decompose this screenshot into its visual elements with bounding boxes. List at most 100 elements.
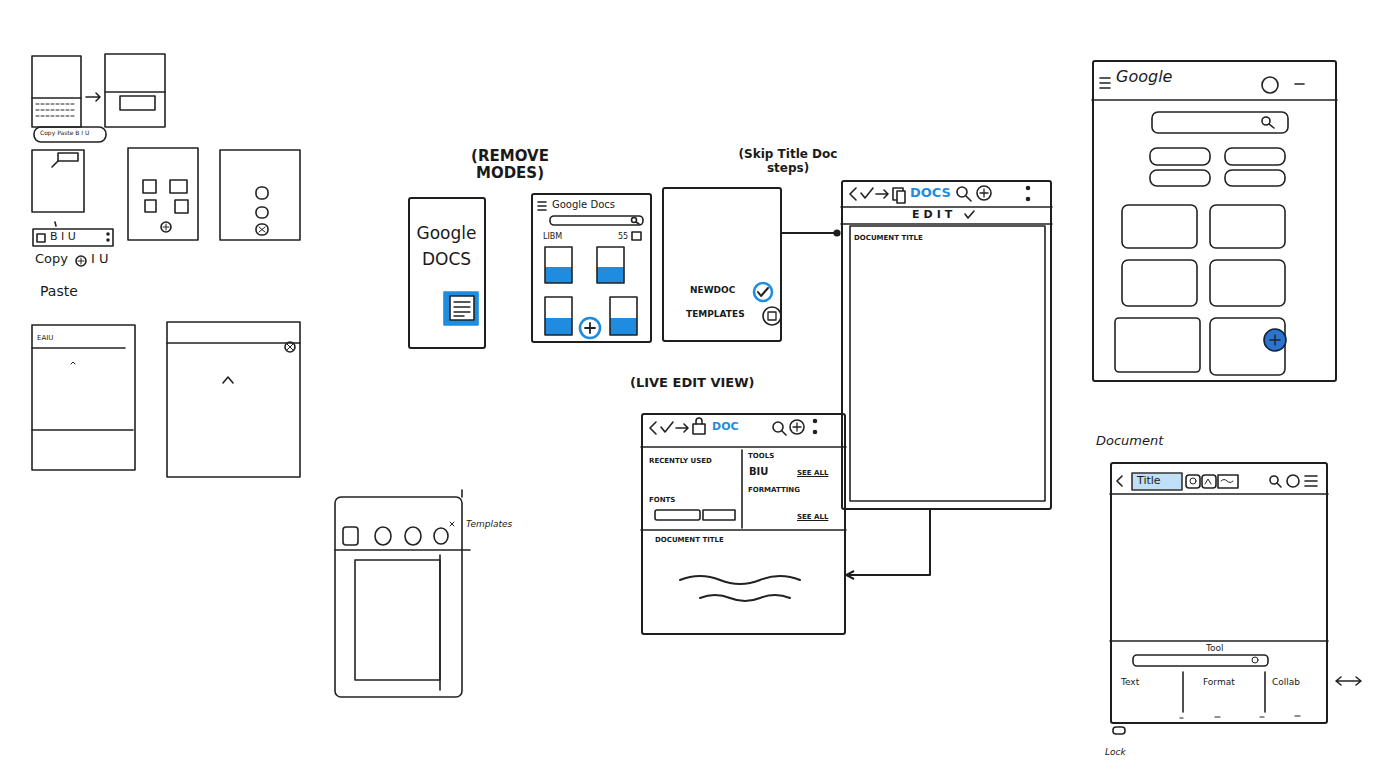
edit-screen-sketch xyxy=(1027,198,1030,201)
home-screen-sketch xyxy=(1210,205,1285,248)
live-edit-screen-sketch xyxy=(655,510,700,520)
templates-screen-sketch xyxy=(375,527,391,545)
document-screen-sketch xyxy=(1113,727,1125,734)
document-screen-sketch xyxy=(1252,657,1258,663)
edit-screen-sketch xyxy=(977,186,991,200)
screen-text: TOOLS xyxy=(748,452,774,460)
home-screen-sketch xyxy=(1264,329,1286,351)
mini-screen-sketch xyxy=(71,362,75,364)
edit-screen-sketch xyxy=(980,189,988,197)
edit-screen-sketch xyxy=(841,206,1052,208)
mini-screen-sketch xyxy=(120,96,155,110)
mini-screen-sketch xyxy=(161,222,171,232)
screen-text: TEMPLATES xyxy=(686,309,745,319)
home-screen-sketch xyxy=(550,216,643,225)
splash-doc-icon xyxy=(454,302,470,316)
live-edit-screen-sketch xyxy=(814,420,817,423)
mini-screen-sketch xyxy=(256,187,268,199)
flow-connector xyxy=(846,510,930,575)
screen-text: NEWDOC xyxy=(690,285,735,295)
live-edit-screen-sketch xyxy=(661,422,673,432)
document-screen-sketch xyxy=(1221,480,1233,483)
screen-text: Text xyxy=(1121,677,1139,687)
mini-screen-sketch xyxy=(259,227,265,232)
home-screen-sketch xyxy=(545,318,572,335)
templates-screen-sketch xyxy=(355,560,440,680)
document-screen-sketch xyxy=(1117,476,1122,486)
templates-screen-sketch xyxy=(405,527,421,545)
mini-screen-sketch xyxy=(105,91,165,93)
edit-screen-sketch xyxy=(1027,187,1030,190)
screen-text: DOC xyxy=(712,421,739,434)
document-screen-sketch xyxy=(1133,655,1268,666)
mini-screen-sketch xyxy=(285,342,295,352)
mini-screen-sketch xyxy=(34,127,106,142)
document-screen-sketch xyxy=(1180,716,1300,718)
mini-screen-sketch xyxy=(52,161,58,167)
home-screen-sketch xyxy=(597,267,624,283)
document-screen-sketch xyxy=(1110,640,1328,642)
home-screen-sketch xyxy=(1115,318,1200,372)
home-screen-sketch xyxy=(1295,83,1304,85)
live-edit-screen-sketch xyxy=(814,431,817,434)
home-screen-sketch xyxy=(1269,124,1274,128)
live-edit-screen-sketch xyxy=(641,529,846,531)
screen-text: BIU xyxy=(749,466,768,478)
mini-screen-sketch xyxy=(175,200,188,213)
sketch-note: Document xyxy=(1096,434,1163,449)
mini-screen-sketch xyxy=(105,54,165,127)
document-screen-sketch xyxy=(1110,493,1328,495)
live-edit-screen-sketch xyxy=(641,418,846,601)
document-screen-sketch xyxy=(1287,475,1299,487)
screen-text: Title xyxy=(1137,475,1161,488)
home-screen-sketch xyxy=(1262,77,1278,93)
home-screen-sketch xyxy=(632,232,641,240)
screen-text: FONTS xyxy=(649,496,675,504)
screen-text: DOCUMENT TITLE xyxy=(655,536,724,544)
screen-text: RECENTLY USED xyxy=(649,457,712,465)
flow-connector xyxy=(782,232,837,234)
home-screen-sketch xyxy=(538,202,643,338)
screen-text: EDIT xyxy=(912,209,956,222)
mini-screen-sketch xyxy=(76,256,86,266)
mini-screen-sketch xyxy=(32,56,81,127)
mini-screen-sketch xyxy=(32,97,81,99)
mini-screen-sketch xyxy=(223,377,233,383)
home-screen: Google xyxy=(1092,60,1337,382)
mini-screen-sketch xyxy=(32,429,133,431)
live-edit-screen-sketch xyxy=(650,422,656,434)
mini-screen-sketch xyxy=(163,224,169,230)
home-screen-sketch xyxy=(1225,148,1285,165)
home-screen-sketch xyxy=(1225,170,1285,186)
document-screen-sketch xyxy=(1277,483,1281,487)
templates-screen-sketch xyxy=(434,528,448,544)
home-screen-sketch xyxy=(580,318,600,338)
home-screen-sketch xyxy=(1210,260,1285,306)
live-edit-screen-sketch xyxy=(696,418,702,424)
sketch-note: (Skip Title Doc steps) xyxy=(735,148,841,176)
home-screen-sketch xyxy=(585,323,595,333)
home-screen-sketch xyxy=(1210,318,1285,375)
document-screen-sketch xyxy=(1190,478,1196,484)
screen-text: Tool xyxy=(1206,643,1223,653)
sketch-note: Copy Paste B I U xyxy=(40,130,89,137)
live-edit-screen-sketch xyxy=(703,510,735,520)
home-screen-sketch xyxy=(538,202,546,210)
live-edit-screen-sketch xyxy=(680,576,800,584)
edit-screen-sketch xyxy=(876,190,888,198)
live-edit-screen-sketch xyxy=(676,424,688,432)
edit-screen-sketch xyxy=(850,188,856,200)
templates-screen-sketch xyxy=(461,490,463,497)
document-screen: TitleToolTextFormatCollab xyxy=(1110,462,1328,724)
document-screen-sketch xyxy=(1205,479,1211,484)
new-doc-screen-sketch xyxy=(763,307,781,325)
home-screen-sketch xyxy=(545,267,572,283)
templates-screen-sketch xyxy=(335,549,470,551)
edit-screen-sketch xyxy=(966,196,971,201)
mini-screen-sketch xyxy=(256,207,268,218)
home-screen-sketch xyxy=(545,297,572,335)
sketch-note: Paste xyxy=(40,283,78,299)
document-screen-sketch xyxy=(1218,475,1238,488)
sketch-drawing xyxy=(32,54,1361,734)
